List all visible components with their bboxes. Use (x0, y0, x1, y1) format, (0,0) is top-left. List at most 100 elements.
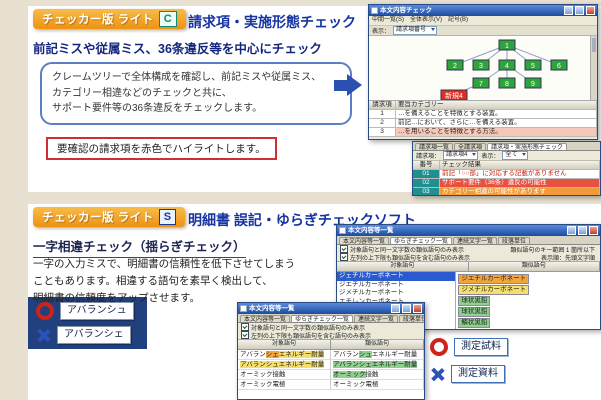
window-claim-check: 本文内容チェック 中間一覧(S) 全体表示(V) 記号(B) 表示： 請求項番号 1… (368, 4, 598, 140)
badge-label: チェッカー版 ライト (42, 212, 154, 224)
toolbar: 表示： 請求項番号 (369, 26, 597, 36)
badge-label: チェッカー版 ライト (42, 14, 154, 26)
column-header: 要旨カテゴリー (396, 101, 597, 110)
window-titlebar[interactable]: 本文内容等一覧 (238, 303, 424, 314)
checkbox-row[interactable]: 対象語句と同一文字数の類似語句のみ表示 類似語句のキー範囲 1 箇所以下 (337, 245, 600, 253)
tab[interactable]: 連続文字一覧 (354, 315, 399, 323)
table-cell: 01 (413, 170, 440, 179)
checkbox-row[interactable]: 左列の上下限も類似語句を含む語句のみ表示 表示順：先頭文字順 (337, 253, 600, 261)
tab[interactable]: 段落単位 (498, 237, 531, 245)
checkbox-row[interactable]: 対象語句と同一文字数の類似語句のみ表示 (238, 323, 424, 331)
similar-word-list: ジエチルカーボネートジメチルカーボネート球状黒鉛球状黒鉛鱗状黒鉛 (456, 272, 600, 329)
table-cell: カテゴリー相違の可能性があります (440, 188, 600, 195)
menu-item[interactable]: 中間一覧(S) (372, 17, 404, 23)
view-dropdown[interactable]: 請求項番号 (393, 26, 438, 35)
maximize-button[interactable] (402, 304, 411, 313)
text-line: 明細書の信頼度をアップさせます。 (33, 291, 200, 304)
table-row[interactable]: 3…を用いることを特徴とする方法。 (369, 128, 597, 137)
correct-circle-icon (36, 302, 54, 320)
table-row[interactable]: アバランシュエネルギー耐量アバランシェエネルギー耐量 (238, 360, 424, 370)
tab[interactable]: ゆらぎチェック一覧 (291, 315, 354, 323)
table-header-row: 請求項 要旨カテゴリー (369, 101, 597, 110)
text-segment: アバラン (333, 351, 359, 358)
similar-word-chip[interactable]: 球状黒鉛 (458, 296, 491, 306)
checkbox-row[interactable]: 左列の上下限も類似語句を含む語句のみ表示 (238, 331, 424, 339)
checkbox-label: 左列の上下限も類似語句を含む語句のみ表示 (350, 255, 471, 262)
menu-item[interactable]: 全体表示(V) (410, 17, 442, 23)
minimize-button[interactable] (391, 304, 400, 313)
list-row[interactable]: エチレンカーボネート (339, 297, 404, 305)
view-label: 表示： (372, 29, 391, 35)
svg-text:1: 1 (505, 43, 509, 50)
table-row[interactable]: アバランシェエネルギー耐量アバランシュエネルギー耐量 (238, 350, 424, 360)
column-headers: 対象語句 類似語句 (337, 261, 600, 272)
filter-row: 請求項： 請求項4 表示： 全て (413, 151, 600, 161)
tab[interactable]: 全請求項 (454, 143, 487, 151)
tab[interactable]: 請求項一覧 (415, 143, 454, 151)
column-header: 対象語句 (337, 262, 469, 272)
tab[interactable]: 本文内容等一覧 (339, 237, 390, 245)
tab-bar: 本文内容等一覧ゆらぎチェック一覧連続文字一覧段落単位 (238, 314, 424, 323)
minimize-button[interactable] (567, 226, 576, 235)
tab[interactable]: 段落単位 (399, 315, 424, 323)
similar-word-chip[interactable]: ジエチルカーボネート (458, 274, 530, 284)
correct-example-row: アバランシュ (36, 302, 147, 320)
wrong-cross-icon (36, 328, 51, 343)
vertical-scrollbar[interactable] (590, 36, 597, 100)
tab[interactable]: 本文内容等一覧 (240, 315, 291, 323)
checkbox-checked-icon[interactable] (241, 323, 249, 331)
checkbox-checked-icon[interactable] (241, 331, 249, 339)
word-chip: アバランシェ (57, 326, 131, 344)
checkbox-label: 左列の上下限も類似語句を含む語句のみ表示 (251, 333, 372, 340)
table-row[interactable]: オーミック接触オーミック接触 (238, 370, 424, 380)
window-title: 本文内容等一覧 (348, 227, 394, 234)
column-header: 類似語句 (331, 340, 424, 350)
list-row[interactable]: ジメチルカーボネート (339, 289, 404, 296)
menu-item[interactable]: 記号(B) (448, 17, 468, 23)
table-row[interactable]: オーミック電極オーミック電極 (238, 380, 424, 390)
window-icon (240, 305, 247, 312)
list-row[interactable]: ジェチルカーボネート (337, 272, 456, 281)
table-cell: 前記「○○部」に対応する記載がありません (440, 170, 600, 179)
svg-text:7: 7 (479, 81, 483, 88)
text-segment: アバランシュエネルギー耐量 (240, 361, 325, 368)
svg-text:9: 9 (531, 81, 535, 88)
section-title-claims: 請求項・実施形態チェック (188, 14, 356, 30)
window-title: 本文内容チェック (380, 7, 432, 14)
table-row[interactable]: 1…を備えることを特徴とする装置。 (369, 110, 597, 119)
list-row[interactable]: ジエチルカーボネート (339, 280, 404, 288)
arrow-bar (334, 79, 347, 91)
window-titlebar[interactable]: 本文内容等一覧 (337, 225, 600, 236)
maximize-button[interactable] (578, 226, 587, 235)
claims-description-box: クレームツリーで全体構成を確認し、前記ミスや従属ミス、カテゴリー相違などのチェッ… (40, 62, 352, 125)
similar-word-chip[interactable]: ジメチルカーボネート (458, 285, 530, 295)
tab[interactable]: ゆらぎチェック一覧 (390, 237, 453, 245)
filter-label: 請求項： (416, 154, 441, 160)
tab[interactable]: 請求項・実施形態チェック (487, 143, 568, 151)
column-header: 請求項 (369, 101, 396, 110)
minimize-button[interactable] (564, 6, 573, 15)
similar-word-chip[interactable]: 鱗状黒鉛 (458, 318, 491, 328)
text-line: サポート要件等の36条違反をチェックします。 (52, 103, 263, 114)
close-button[interactable] (413, 304, 422, 313)
column-headers: 対象語句 類似語句 (238, 339, 424, 350)
checkbox-checked-icon[interactable] (340, 253, 348, 261)
tab[interactable]: 連続文字一覧 (453, 237, 498, 245)
similar-word-chip[interactable]: 球状黒鉛 (458, 307, 491, 317)
option-label: 表示順：先頭文字順 (540, 255, 595, 262)
display-select-dropdown[interactable]: 全て (502, 151, 529, 160)
close-button[interactable] (586, 6, 595, 15)
checkbox-checked-icon[interactable] (340, 245, 348, 253)
maximize-button[interactable] (575, 6, 584, 15)
claim-select-dropdown[interactable]: 請求項4 (443, 151, 479, 160)
close-button[interactable] (589, 226, 598, 235)
window-titlebar[interactable]: 本文内容チェック (369, 5, 597, 16)
text-segment: シュ (358, 351, 372, 358)
